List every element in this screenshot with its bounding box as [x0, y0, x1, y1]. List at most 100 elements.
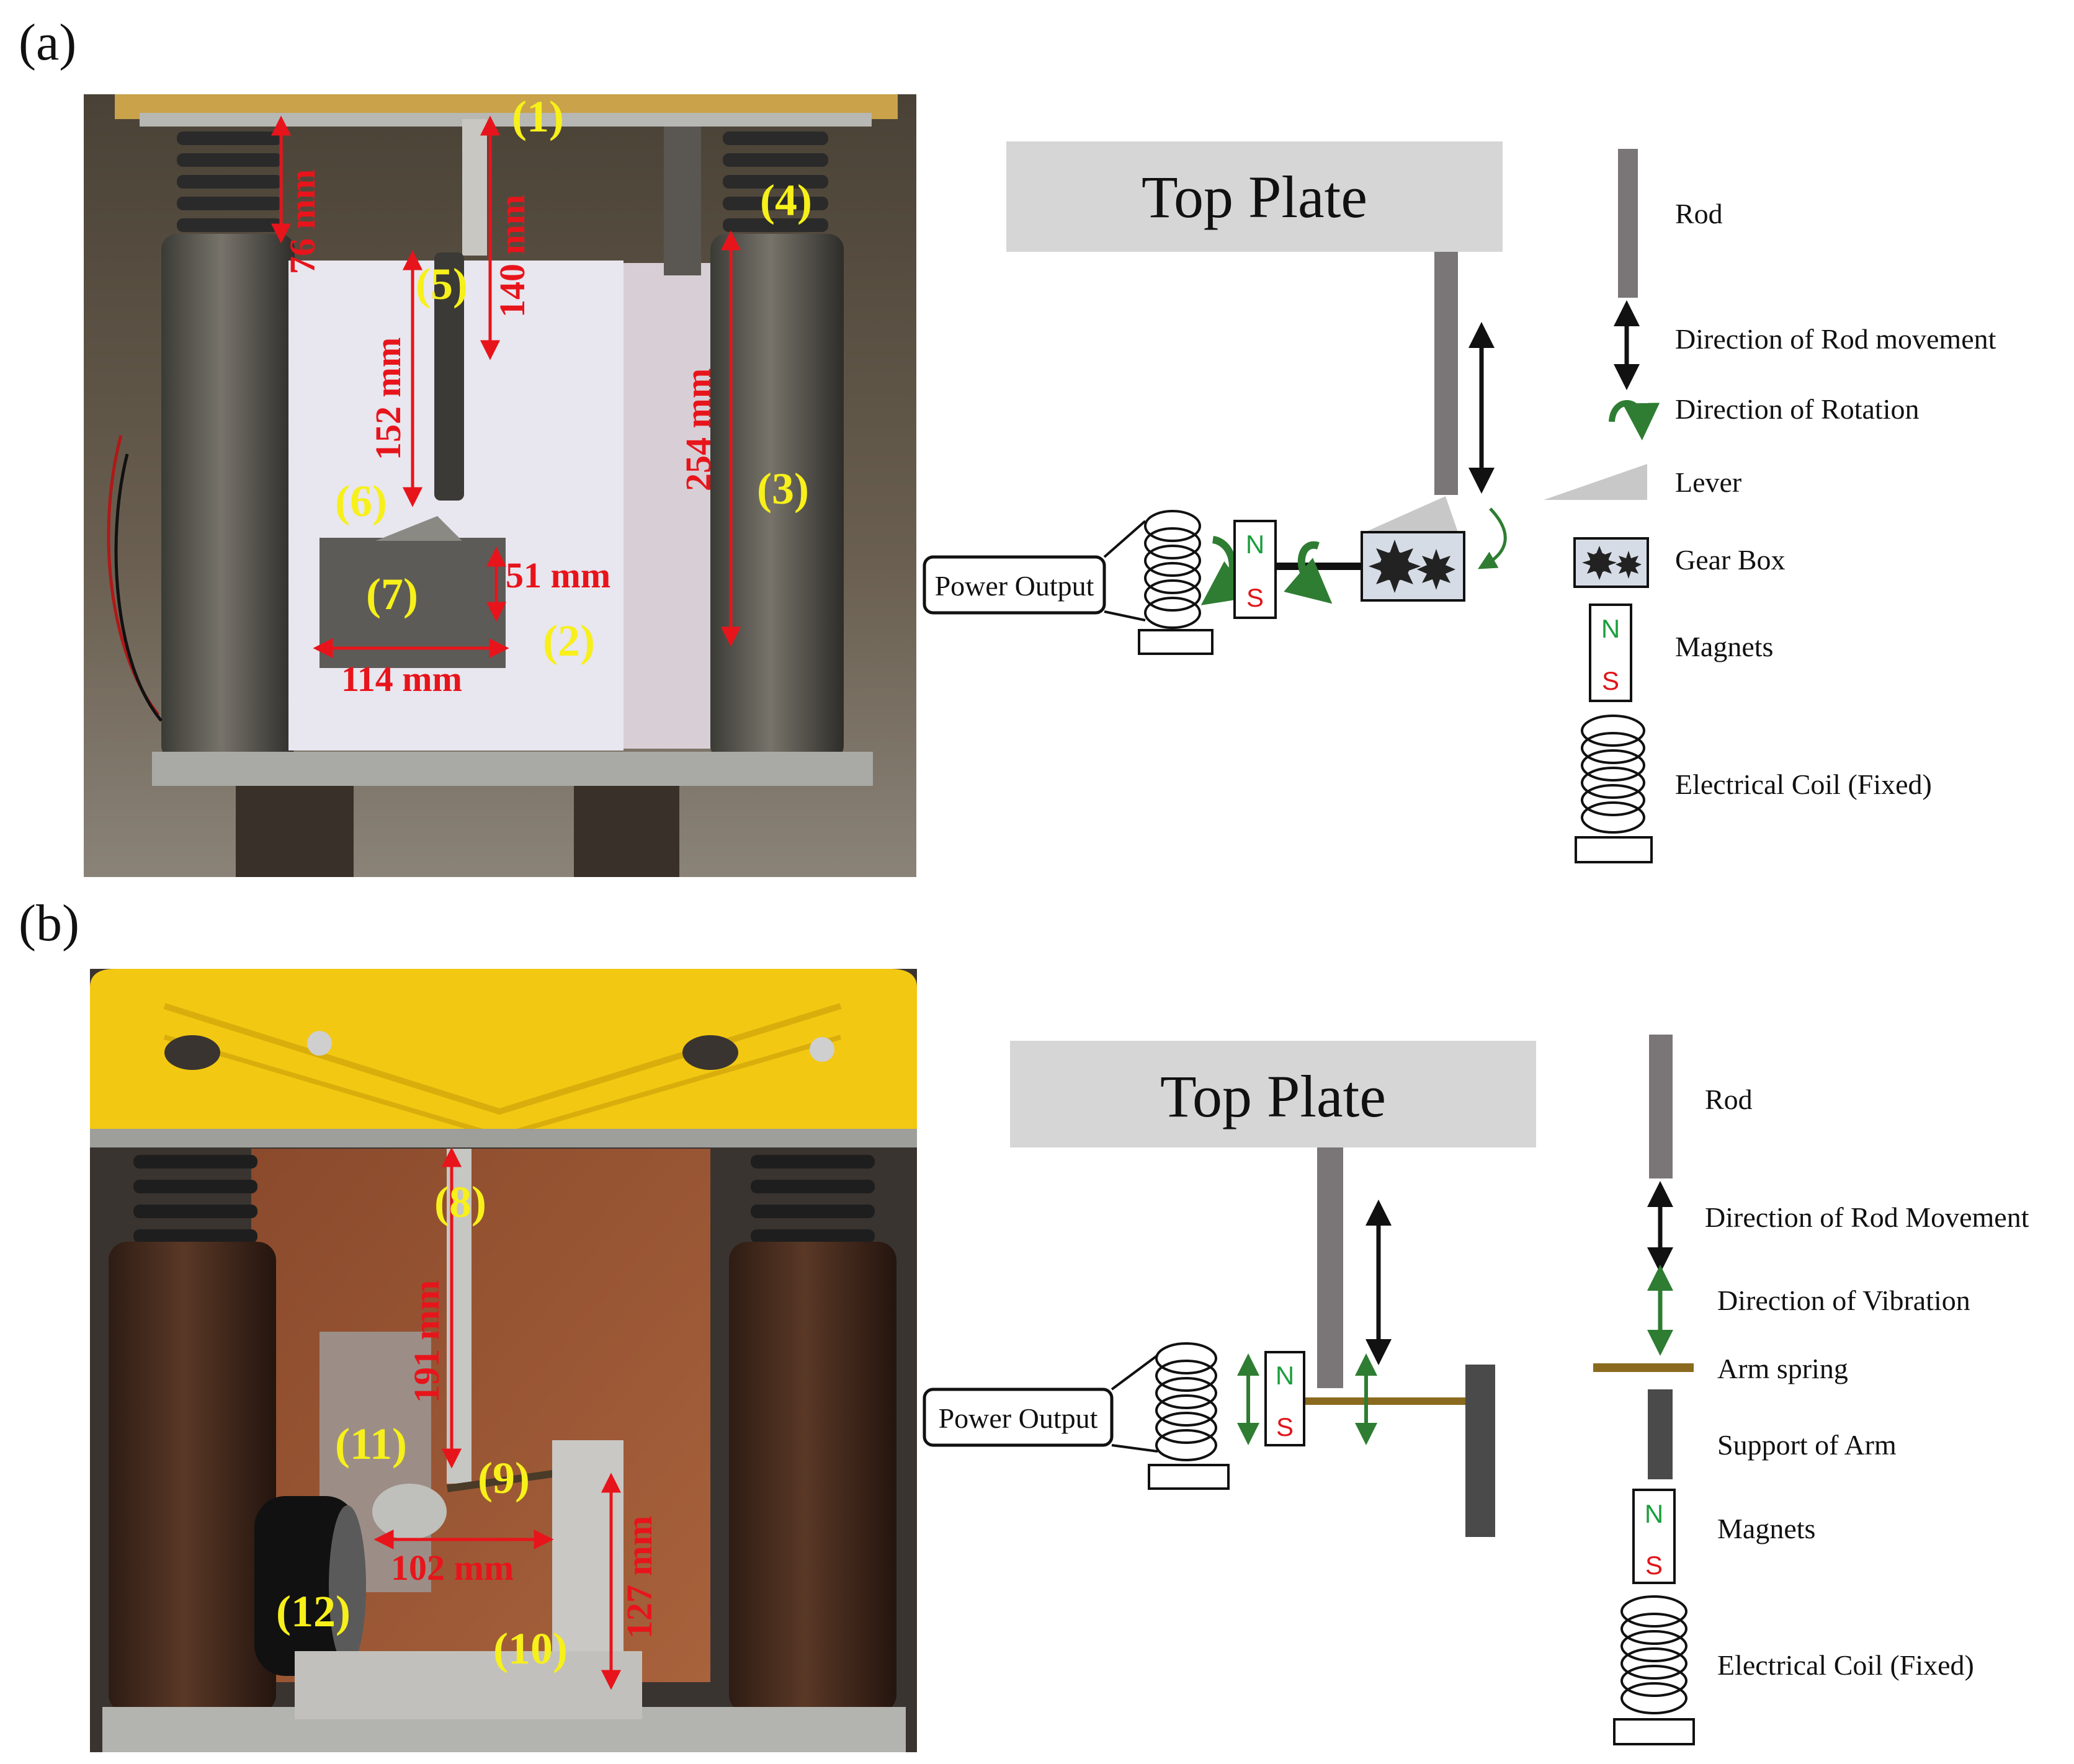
label-12: (12): [276, 1587, 351, 1636]
photo-b-right-spring: [751, 1155, 875, 1243]
legend-b-magnet-n: N: [1645, 1499, 1663, 1528]
label-8: (8): [434, 1177, 486, 1227]
photo-a-left-cylinder: [161, 234, 295, 761]
legend-a-lever-icon: [1544, 464, 1647, 500]
photo-a-right-cylinder: [710, 234, 844, 761]
dim-102mm: 102 mm: [391, 1548, 514, 1588]
photo-b-dimension-arrows: [373, 1147, 622, 1690]
label-5: (5): [416, 259, 468, 309]
legend-a-rotation-label: Direction of Rotation: [1675, 393, 1919, 425]
legend-b-rod-movement-label: Direction of Rod Movement: [1705, 1201, 2029, 1233]
schematic-a-coil-icon: [1138, 510, 1214, 655]
schematic-a-shaft-rotation-arrow: [1284, 541, 1333, 604]
legend-b-rod-icon: [1649, 1035, 1673, 1178]
schematic-a-top-plate-label: Top Plate: [1142, 164, 1367, 230]
legend-a-gear-icon: [1582, 546, 1642, 580]
schematic-b-power-output-label: Power Output: [939, 1402, 1098, 1434]
photo-b-right-cylinder: [729, 1242, 896, 1713]
label-1: (1): [512, 94, 564, 141]
photo-b-left-cylinder: [109, 1242, 276, 1713]
legend-b-arm-spring-label: Arm spring: [1717, 1353, 1848, 1384]
label-2: (2): [543, 616, 595, 666]
legend-b-magnet-s: S: [1645, 1551, 1663, 1580]
schematic-b-magnet: [1264, 1351, 1305, 1446]
photo-b-magnet: [372, 1484, 447, 1539]
legend-a-rod-label: Rod: [1675, 198, 1723, 229]
photo-b: (8) (9) (10) (11) (12) 191 mm 102 mm 127…: [90, 969, 917, 1752]
schematic-a-rod: [1434, 252, 1458, 495]
legend-b: Rod Direction of Rod Movement Direction …: [1593, 1035, 2029, 1745]
legend-b-rod-label: Rod: [1705, 1084, 1753, 1115]
schematic-a-magnet-n: N: [1246, 530, 1264, 559]
label-7: (7): [366, 569, 418, 619]
schematic-b-support: [1465, 1365, 1495, 1537]
legend-b-support-label: Support of Arm: [1717, 1429, 1897, 1461]
photo-a-gearbox-block: [320, 538, 506, 668]
photo-a-base-plate: [152, 752, 873, 786]
label-11: (11): [335, 1419, 407, 1469]
schematic-b-coil-icon: [1148, 1342, 1230, 1490]
legend-a-magnet-icon: [1589, 604, 1632, 702]
schematic-b-top-plate-label: Top Plate: [1160, 1063, 1386, 1129]
legend-a: Rod Direction of Rod movement Direction …: [1544, 149, 1996, 863]
label-10: (10): [493, 1624, 568, 1673]
schematic-a-magnet: [1233, 520, 1277, 619]
photo-a-left-spring: [177, 131, 282, 232]
dim-254mm: 254 mm: [678, 368, 718, 491]
photo-b-coil: [254, 1496, 357, 1676]
label-6: (6): [335, 476, 387, 526]
photo-a-lever-arm: [434, 252, 464, 501]
dim-140mm: 140 mm: [492, 195, 532, 318]
schematic-a-power-output-label: Power Output: [935, 570, 1094, 602]
legend-a-coil-icon: [1575, 715, 1653, 863]
photo-a-right-spring: [723, 131, 828, 232]
schematic-a-gear-icon: [1369, 540, 1455, 593]
schematic-a-rotation-arrow: [1477, 507, 1507, 569]
legend-a-rotation-icon: [1609, 400, 1660, 440]
legend-b-magnet-icon: [1632, 1489, 1676, 1584]
photo-b-left-spring: [133, 1155, 257, 1243]
legend-b-coil-label: Electrical Coil (Fixed): [1717, 1649, 1974, 1681]
dim-127mm: 127 mm: [619, 1516, 659, 1639]
photo-a-rod: [462, 119, 487, 256]
dim-191mm: 191 mm: [406, 1280, 447, 1403]
legend-a-rod-icon: [1618, 149, 1638, 298]
legend-b-magnets-label: Magnets: [1717, 1513, 1815, 1544]
photo-a: (1) (2) (3) (4) (5) (6) (7) 76 mm 140 mm…: [84, 94, 916, 877]
panel-b-letter: (b): [19, 894, 79, 952]
legend-b-support-icon: [1648, 1389, 1673, 1479]
dim-76mm: 76 mm: [282, 169, 323, 274]
photo-b-yellow-top: [90, 969, 917, 1129]
schematic-b-top-plate: [1010, 1041, 1536, 1147]
schematic-a-magnet-rotation-arrow: [1200, 536, 1251, 605]
legend-a-magnets-label: Magnets: [1675, 631, 1773, 662]
label-9: (9): [478, 1453, 530, 1503]
legend-a-gear-box-label: Gear Box: [1675, 544, 1786, 576]
photo-a-dimension-arrows: [270, 115, 741, 659]
schematic-a-top-plate: [1006, 141, 1503, 252]
legend-b-arm-spring-icon: [1593, 1363, 1694, 1372]
schematic-a-magnet-s: S: [1246, 583, 1264, 612]
schematic-a: Top Plate N S Power Output: [923, 141, 1507, 655]
label-4: (4): [760, 176, 812, 225]
schematic-b-magnet-s: S: [1276, 1412, 1294, 1441]
legend-a-lever-label: Lever: [1675, 466, 1741, 498]
legend-b-vibration-label: Direction of Vibration: [1717, 1285, 1970, 1316]
legend-a-magnet-n: N: [1601, 614, 1620, 643]
schematic-b-magnet-n: N: [1276, 1361, 1294, 1390]
schematic-b: Top Plate N S Power Output: [923, 1041, 1536, 1537]
schematic-a-lever: [1365, 496, 1458, 532]
schematic-b-arm-spring: [1304, 1397, 1467, 1405]
schematic-b-power-output-box: [923, 1388, 1114, 1447]
label-3: (3): [757, 464, 809, 514]
schematic-b-rod: [1317, 1147, 1343, 1388]
dim-114mm: 114 mm: [341, 659, 462, 699]
legend-a-coil-label: Electrical Coil (Fixed): [1675, 768, 1932, 800]
schematic-a-power-output-box: [923, 555, 1106, 615]
legend-a-magnet-s: S: [1602, 666, 1619, 695]
panel-a-letter: (a): [19, 14, 77, 71]
legend-b-coil-icon: [1613, 1595, 1695, 1745]
legend-a-rod-movement-label: Direction of Rod movement: [1675, 323, 1996, 355]
dim-51mm: 51 mm: [506, 555, 610, 595]
dim-152mm: 152 mm: [368, 337, 408, 460]
